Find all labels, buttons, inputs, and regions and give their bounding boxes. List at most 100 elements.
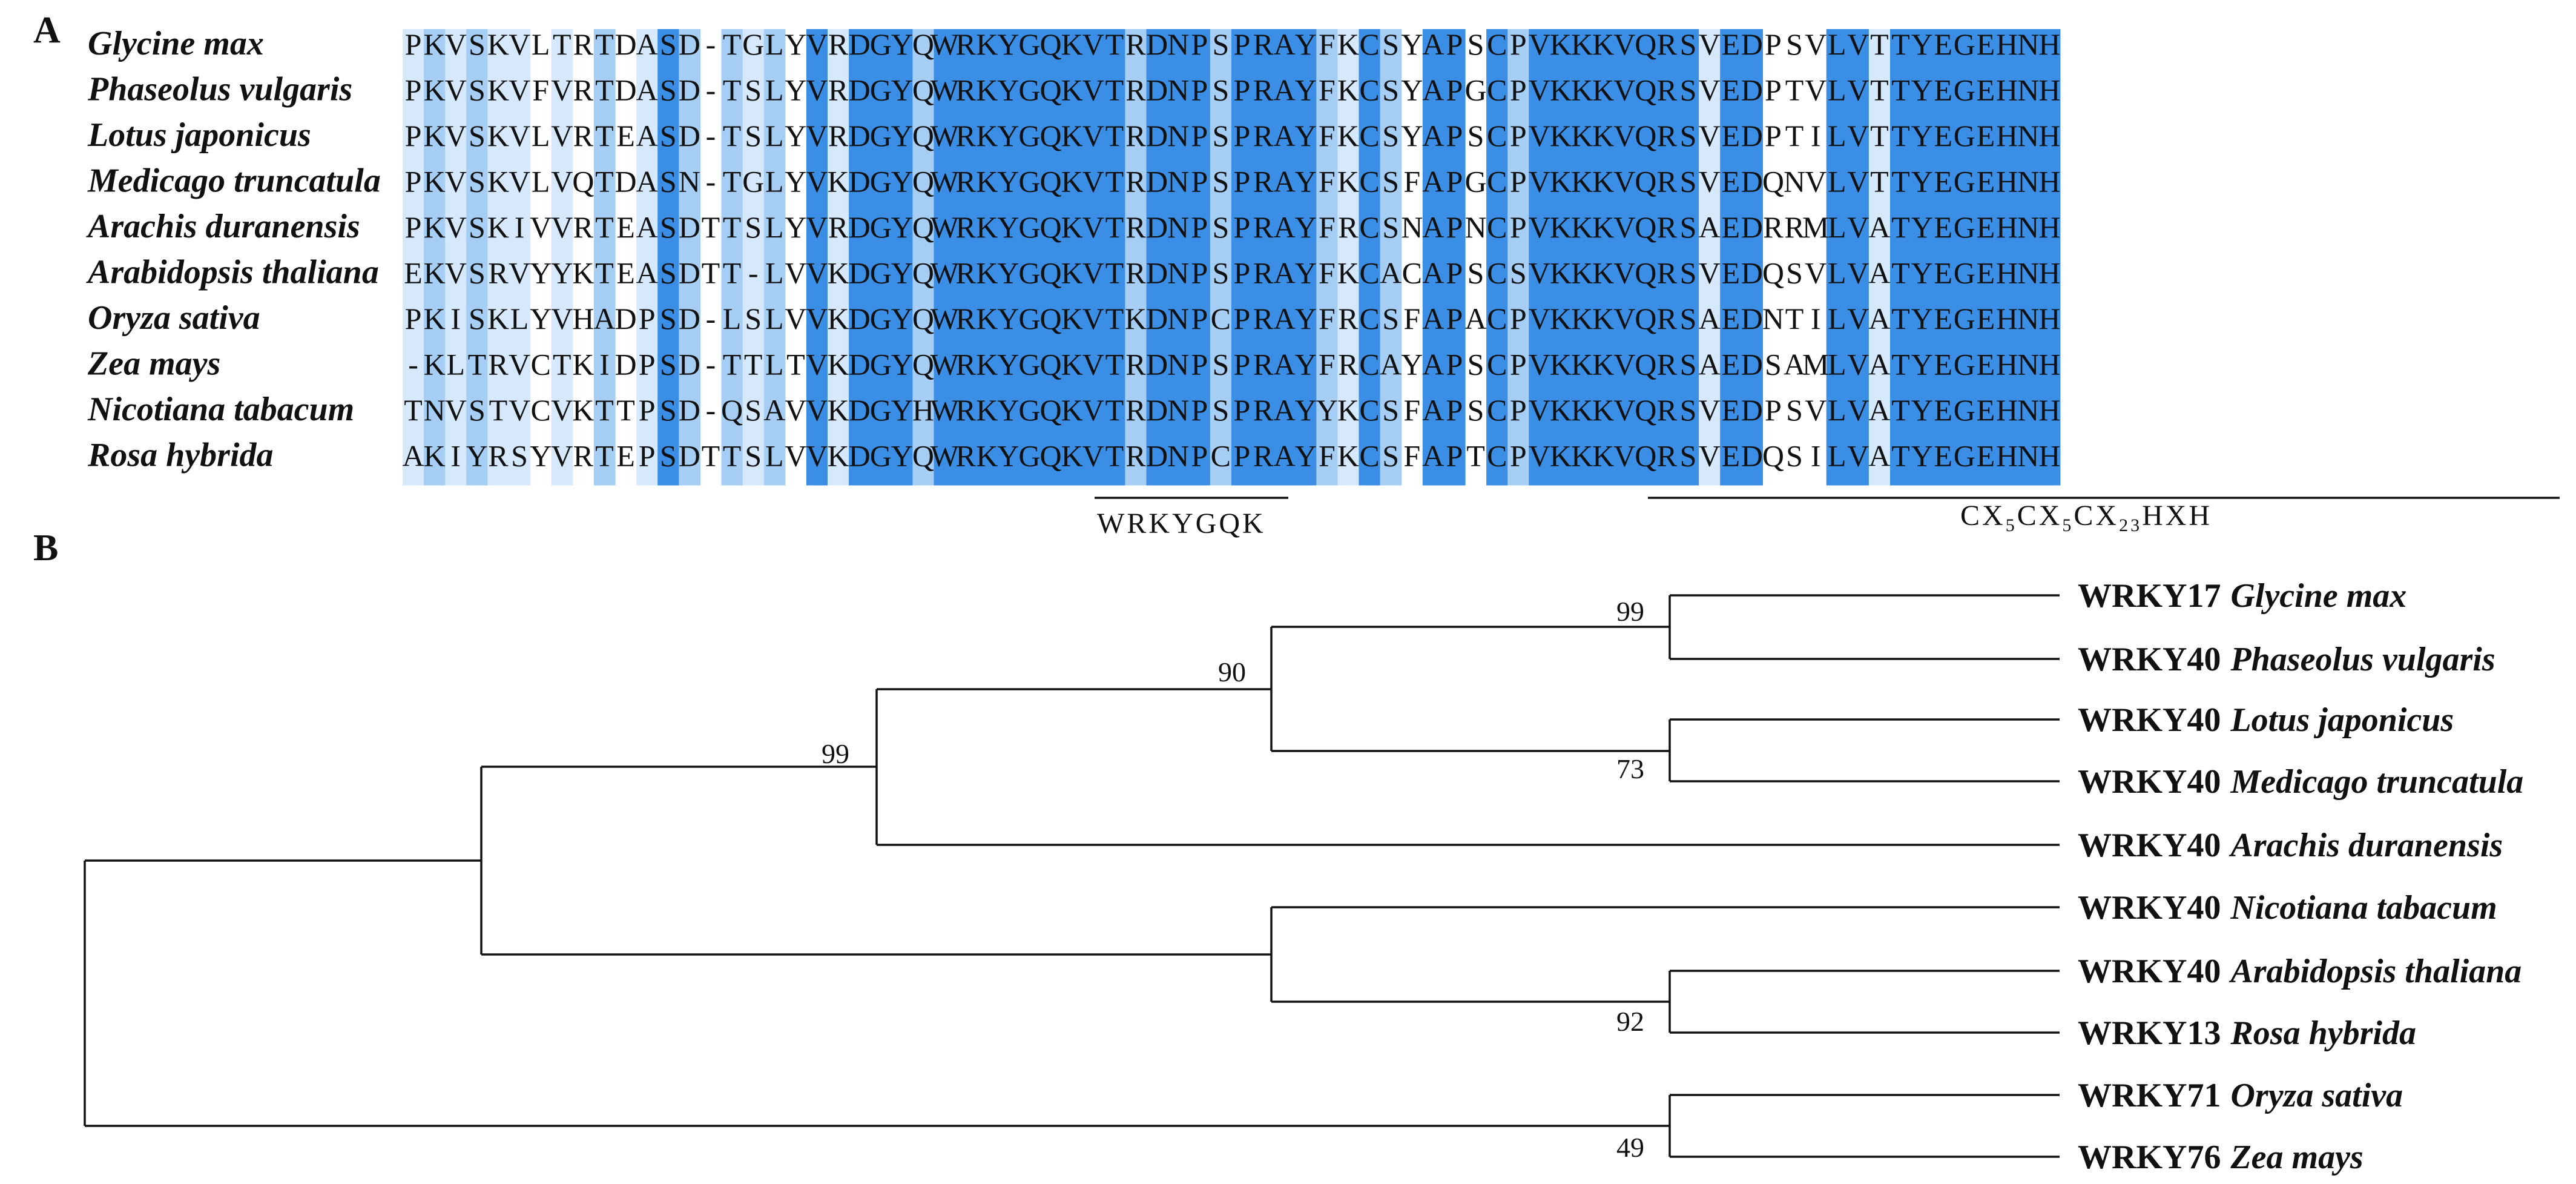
shade-col-31 <box>1040 29 1062 486</box>
shade-col-4 <box>466 29 488 486</box>
residue: N <box>1167 348 1189 382</box>
residue: I <box>450 302 461 336</box>
panel-a-label: A <box>33 10 61 51</box>
residue: Y <box>997 393 1019 427</box>
shade-col-2 <box>424 29 446 486</box>
residue: K <box>1061 27 1083 61</box>
bootstrap-monocots: 49 <box>1616 1132 1644 1163</box>
residue: Q <box>912 165 934 199</box>
residue: S <box>1212 165 1229 199</box>
residue: A <box>1380 256 1402 290</box>
shade-col-69 <box>1847 29 1869 486</box>
residue: Q <box>912 256 934 290</box>
residue: - <box>408 348 418 382</box>
shade-col-18 <box>763 29 786 486</box>
residue: R <box>828 210 849 244</box>
residue: E <box>1934 348 1952 382</box>
residue: E <box>1977 302 1995 336</box>
residue: L <box>510 302 529 336</box>
residue: D <box>1146 27 1168 61</box>
residue: V <box>1613 439 1635 473</box>
bootstrap-legume-pairs: 90 <box>1218 656 1246 687</box>
residue: K <box>1550 73 1572 107</box>
residue: S <box>1382 119 1399 153</box>
species-label: Zea mays <box>87 345 220 383</box>
residue: F <box>1319 73 1336 107</box>
residue: D <box>849 302 871 336</box>
residue: Q <box>912 119 934 153</box>
residue: S <box>660 256 677 290</box>
shade-col-40 <box>1231 29 1253 486</box>
shade-col-6 <box>509 29 531 486</box>
residue: G <box>1954 210 1975 244</box>
residue: D <box>614 27 636 61</box>
residue: R <box>828 27 849 61</box>
shade-col-72 <box>1911 29 1933 486</box>
residue: K <box>976 27 998 61</box>
residue: T <box>702 256 720 290</box>
residue: P <box>639 302 656 336</box>
residue: K <box>424 165 446 199</box>
residue: N <box>1167 119 1189 153</box>
residue: N <box>2017 348 2039 382</box>
residue: L <box>1828 348 1846 382</box>
residue: P <box>1446 302 1463 336</box>
residue: C <box>1487 27 1507 61</box>
residue: P <box>405 73 422 107</box>
residue: V <box>1699 165 1721 199</box>
residue: D <box>849 210 871 244</box>
residue: R <box>573 73 594 107</box>
residue: Q <box>572 165 594 199</box>
residue: I <box>450 439 461 473</box>
residue: K <box>1550 210 1572 244</box>
residue: Q <box>1635 165 1656 199</box>
residue: K <box>424 256 446 290</box>
residue: A <box>636 165 658 199</box>
residue: K <box>424 27 446 61</box>
shade-col-21 <box>828 29 849 486</box>
residue: K <box>1571 256 1593 290</box>
residue: A <box>1699 348 1721 382</box>
residue: - <box>706 348 716 382</box>
residue: L <box>765 119 784 153</box>
residue: Y <box>551 256 573 290</box>
residue: A <box>1784 348 1805 382</box>
residue: D <box>849 439 871 473</box>
residue: T <box>723 348 742 382</box>
residue: P <box>1510 348 1527 382</box>
residue: V <box>1082 27 1104 61</box>
residue: K <box>572 393 594 427</box>
residue: - <box>706 119 716 153</box>
residue: V <box>785 302 806 336</box>
leaf-gene: WRKY71 <box>2078 1077 2221 1114</box>
species-label: Lotus japonicus <box>87 116 311 154</box>
residue: G <box>1954 73 1975 107</box>
residue: G <box>1954 165 1975 199</box>
residue: Y <box>891 119 913 153</box>
residue: - <box>706 27 716 61</box>
residue: T <box>553 348 572 382</box>
residue: C <box>1211 439 1231 473</box>
residue: C <box>1359 439 1379 473</box>
residue: V <box>1847 393 1869 427</box>
residue: Y <box>1401 119 1423 153</box>
residue: S <box>1382 165 1399 199</box>
residue: P <box>1446 165 1463 199</box>
residue: S <box>469 119 486 153</box>
residue: T <box>1891 348 1910 382</box>
residue: Y <box>891 256 913 290</box>
residue: A <box>1699 210 1721 244</box>
shade-col-13 <box>657 29 679 486</box>
residue: V <box>1699 27 1721 61</box>
residue: S <box>660 27 677 61</box>
residue: K <box>1550 256 1572 290</box>
residue: S <box>1680 348 1697 382</box>
residue: Y <box>785 119 806 153</box>
residue: T <box>468 348 487 382</box>
leaf-species: Nicotiana tabacum <box>2230 889 2497 927</box>
residue: P <box>1191 165 1208 199</box>
residue: C <box>1487 302 1507 336</box>
residue: K <box>1337 165 1359 199</box>
